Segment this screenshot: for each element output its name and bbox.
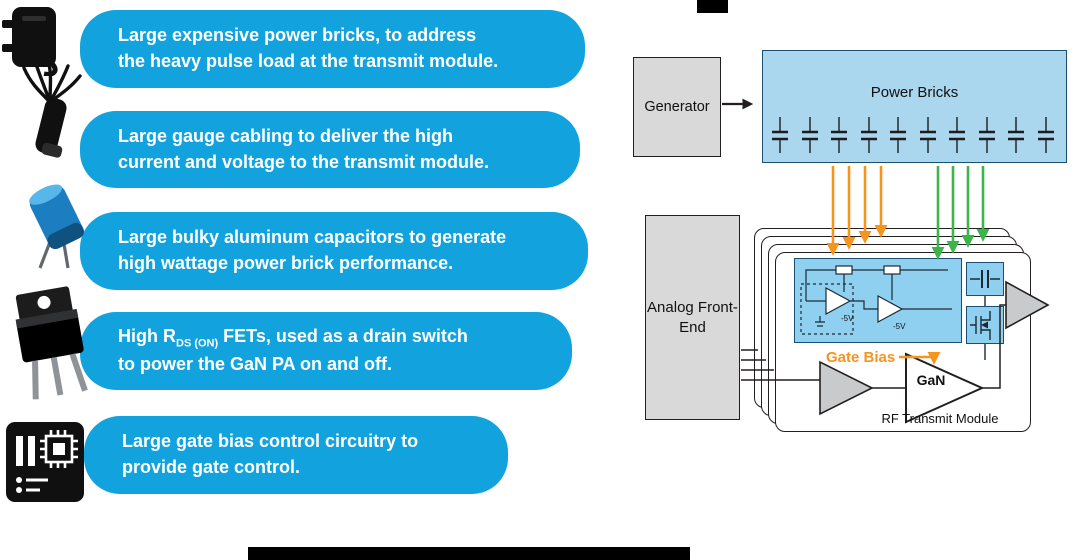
capacitor-icon <box>24 180 90 272</box>
callout-cabling: Large gauge cabling to deliver the high … <box>80 111 580 188</box>
callout-line: current and voltage to the transmit modu… <box>118 151 490 172</box>
callout-line: the heavy pulse load at the transmit mod… <box>118 51 499 71</box>
bypass-cap-box <box>966 262 1004 296</box>
gate-bias-circuit-box <box>794 258 962 343</box>
callout-line: Large gauge cabling to deliver the high <box>118 125 454 146</box>
rf-transmit-module-label: RF Transmit Module <box>881 411 999 426</box>
cable-icon <box>20 56 84 178</box>
generator-box: Generator <box>633 57 721 157</box>
callout-line: Large bulky aluminum capacitors to gener… <box>118 227 507 248</box>
gate-bias-label: Gate Bias <box>826 349 896 366</box>
analog-front-end-label: Analog Front-End <box>647 299 738 336</box>
callout-line: provide gate control. <box>122 457 301 477</box>
callout-line: to power the GaN PA on and off. <box>118 354 392 375</box>
rds-on-subscript: DS (ON) <box>176 337 219 350</box>
power-brick-icon <box>0 4 62 76</box>
cropped-artifact-top <box>697 0 728 13</box>
neg-5v-label-2: -5V <box>893 322 906 331</box>
callout-line: Large expensive power bricks, to address <box>118 25 477 46</box>
gate-control-icon <box>4 418 86 506</box>
gan-label: GaN <box>916 372 946 388</box>
callout-power-bricks: Large expensive power bricks, to address… <box>80 10 585 88</box>
power-bricks-label: Power Bricks <box>870 84 959 101</box>
callout-capacitors: Large bulky aluminum capacitors to gener… <box>80 212 588 290</box>
callout-text: High R <box>118 326 176 347</box>
cropped-artifact-bottom <box>248 547 690 560</box>
callout-text: FETs, used as a drain switch <box>218 326 468 347</box>
generator-label: Generator <box>644 99 710 115</box>
analog-front-end-box: Analog Front-End <box>645 215 740 420</box>
callout-line: high wattage power brick performance. <box>118 253 454 273</box>
drain-switch-fet-box <box>966 306 1004 344</box>
callout-line: Large gate bias control circuitry to <box>122 431 419 452</box>
fet-icon <box>4 284 96 400</box>
callout-fets: High RDS (ON) FETs, used as a drain swit… <box>80 312 572 390</box>
power-bricks-box: Power Bricks <box>762 50 1067 163</box>
neg-5v-label-1: -5V <box>841 314 854 323</box>
callout-gate-bias: Large gate bias control circuitry to pro… <box>84 416 508 494</box>
callout-line: High RDS (ON) FETs, used as a drain swit… <box>118 324 552 352</box>
